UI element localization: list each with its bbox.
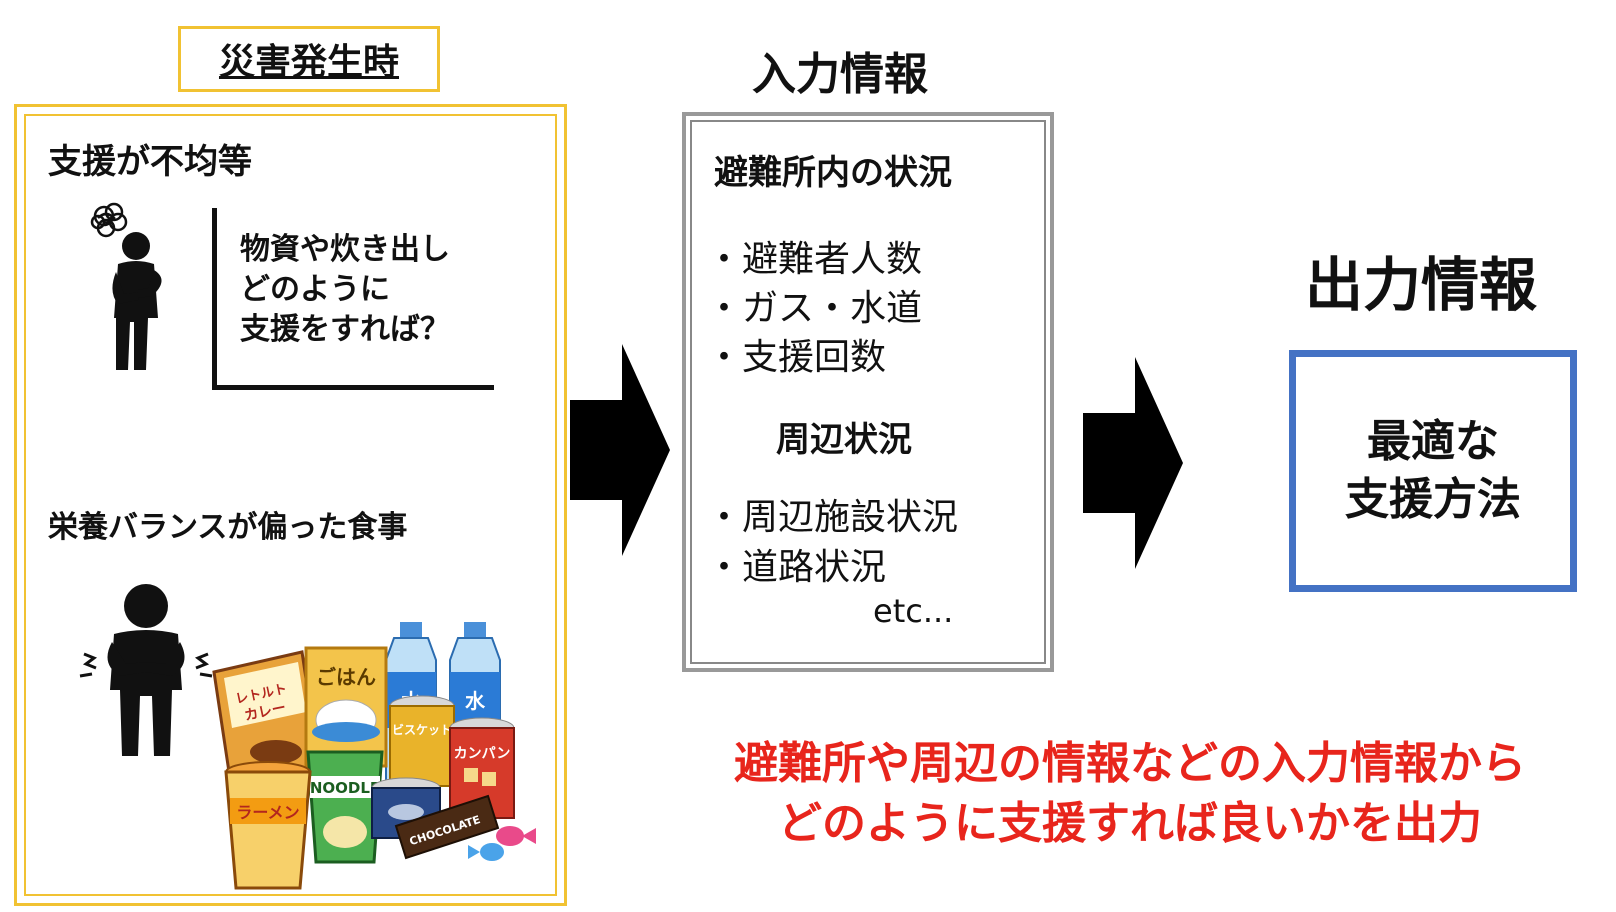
arrow-right-icon: [570, 344, 670, 556]
surround-item-facilities: ・周辺施設状況: [706, 497, 959, 538]
noodle-label: NOODLE: [310, 779, 380, 797]
etc-text: etc...: [873, 592, 954, 630]
input-title: 入力情報: [752, 49, 928, 100]
biscuit-can: ビスケット: [389, 695, 455, 787]
output-line-2: 支援方法: [1345, 474, 1521, 525]
input-box: [682, 112, 1054, 672]
output-line-1: 最適な: [1367, 416, 1499, 467]
speech-line-2: どのように: [240, 272, 390, 307]
noodle-cup: NOODLE: [306, 750, 384, 864]
shelter-item-evacuees: ・避難者人数: [706, 239, 923, 280]
shelter-status-title: 避難所内の状況: [714, 153, 952, 193]
disaster-label: 災害発生時: [178, 26, 440, 92]
caption-line-2: どのように支援すれば良いかを出力: [778, 798, 1482, 849]
ramen-cup: ラーメン: [224, 761, 312, 890]
kanpan-can: カンパン: [449, 717, 515, 819]
speech-line-1: 物資や炊き出し: [240, 232, 450, 267]
food-pile-illustration: 水 水 レトルト カレー ごはん ビスケット カンパン NOODLE: [212, 622, 536, 890]
surrounding-status-title: 周辺状況: [776, 420, 912, 460]
rice-pack: ごはん: [304, 646, 388, 768]
stomachache-person-icon: [79, 584, 213, 756]
arrow-right-icon: [1083, 357, 1183, 569]
left-panel: [14, 104, 567, 906]
shelter-item-support-count: ・支援回数: [706, 337, 887, 378]
nutrition-title: 栄養バランスが偏った食事: [48, 510, 408, 545]
shelter-item-gas-water: ・ガス・水道: [706, 288, 923, 329]
biscuit-label: ビスケット: [392, 722, 452, 737]
output-title: 出力情報: [1305, 251, 1538, 319]
uneven-support-title: 支援が不均等: [48, 142, 252, 182]
rice-label: ごはん: [316, 665, 376, 689]
ramen-label: ラーメン: [236, 803, 299, 822]
water-label-right: 水: [465, 689, 486, 713]
speech-bracket: [212, 208, 494, 390]
output-box: 最適な 支援方法: [1289, 350, 1577, 592]
surround-item-roads: ・道路状況: [706, 547, 887, 588]
worried-person-icon: [90, 202, 162, 370]
caption: 避難所や周辺の情報などの入力情報から どのように支援すれば良いかを出力: [680, 734, 1580, 854]
kanpan-label: カンパン: [454, 746, 511, 762]
input-box-inner-border: [690, 120, 1046, 664]
speech-text: 物資や炊き出し どのように 支援をすれば？: [240, 230, 450, 350]
caption-line-1: 避難所や周辺の情報などの入力情報から: [734, 738, 1526, 789]
speech-line-3: 支援をすれば？: [240, 312, 450, 347]
candies: [468, 826, 536, 861]
left-panel-inner-border: [24, 114, 557, 896]
